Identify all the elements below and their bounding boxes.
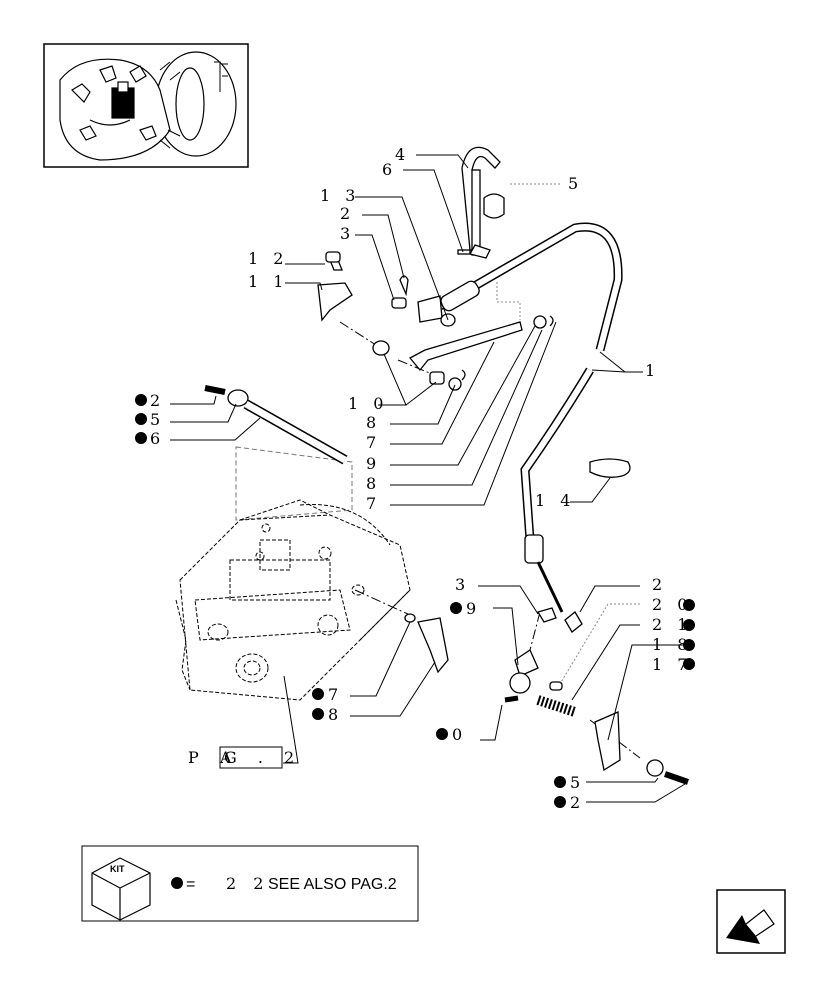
callout-14: 1 4	[535, 491, 575, 510]
callout-20: 2 0	[652, 595, 692, 614]
kit-see-also: SEE ALSO PAG.2	[268, 876, 397, 893]
kit-legend: KIT = 2 2 SEE ALSO PAG.2	[81, 845, 419, 922]
callout-0-kit: 0	[452, 725, 467, 744]
callout-5c-kit: 5	[570, 773, 585, 792]
callout-8b: 8	[366, 474, 381, 493]
pag-prefix: P A	[188, 748, 239, 767]
callout-4: 4	[395, 145, 410, 164]
callout-2c: 2	[652, 575, 667, 594]
callout-12: 1 2	[248, 249, 288, 268]
pin-and-bush	[204, 385, 348, 465]
leader-lines	[170, 154, 686, 803]
lower-lever-parts	[404, 607, 689, 785]
tractor-thumbnail-icon	[43, 43, 249, 168]
callout-17: 1 7	[652, 655, 692, 674]
next-page-arrow-icon[interactable]	[716, 889, 786, 954]
callout-8: 8	[366, 413, 381, 432]
page-reference: P A G . 2	[188, 746, 302, 769]
upper-parts	[317, 146, 554, 391]
callout-2d-kit: 2	[570, 793, 585, 812]
callout-9: 9	[366, 454, 381, 473]
callout-7b: 7	[366, 494, 381, 513]
kit-number: 2 2	[226, 874, 269, 893]
callout-18: 1 8	[652, 635, 692, 654]
callout-13: 1 3	[320, 186, 360, 205]
kit-equals: =	[186, 876, 195, 893]
callout-6: 6	[382, 160, 397, 179]
kit-label: KIT	[110, 864, 125, 874]
callout-6-kit: 6	[150, 429, 165, 448]
callout-1: 1	[645, 361, 660, 380]
callout-21: 2 1	[652, 615, 692, 634]
callout-11: 1 1	[248, 272, 288, 291]
callout-2-kit: 2	[150, 391, 165, 410]
callout-9-kit: 9	[466, 599, 481, 618]
callout-labels: 4 6 5 1 3 2 3 1 2 1 1 1 2 5 6 1 0 8 7 9 …	[135, 145, 695, 812]
control-cable	[437, 222, 623, 613]
gearbox-housing	[175, 499, 411, 701]
callout-10: 1 0	[348, 394, 388, 413]
kit-box-icon	[91, 857, 151, 921]
callout-3b: 3	[455, 575, 470, 594]
hose-clip	[589, 458, 631, 478]
pag-boxed: G . 2	[224, 748, 302, 767]
callout-2: 2	[340, 204, 355, 223]
callout-5: 5	[568, 174, 583, 193]
callout-5-kit: 5	[150, 410, 165, 429]
callout-3: 3	[340, 224, 355, 243]
callout-7: 7	[366, 433, 381, 452]
callout-7-kit: 7	[328, 685, 343, 704]
callout-8-kit: 8	[328, 705, 343, 724]
